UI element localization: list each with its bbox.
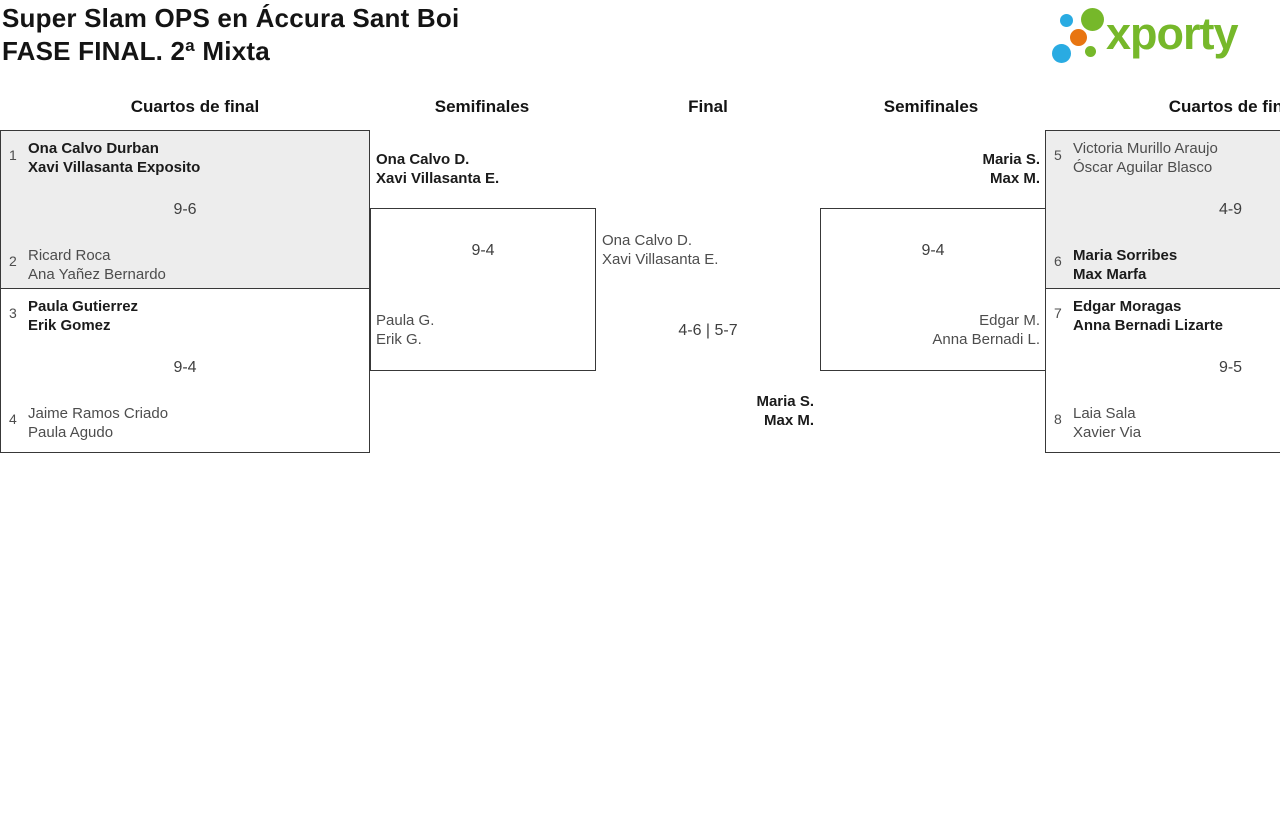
player-name: Maria S.: [756, 393, 814, 410]
player-name: Ricard Roca: [28, 247, 111, 264]
player-name: Max M.: [989, 170, 1040, 187]
team-pair: Victoria Murillo Araujo Óscar Aguilar Bl…: [1073, 139, 1218, 177]
player-name: Max M.: [763, 412, 814, 429]
match-score: 4-9: [1218, 201, 1243, 218]
match-score: 9-4: [471, 242, 495, 259]
player-name: Erik Gomez: [28, 317, 111, 334]
match-qf-left-2: 3 Paula Gutierrez Erik Gomez 9-4 4 Jaime…: [0, 288, 370, 453]
round-header-left-semifinals: Semifinales: [434, 97, 530, 116]
team-pair-champion: Maria S. Max M.: [614, 392, 814, 430]
logo-dot-blue-small-icon: [1060, 14, 1073, 27]
seed-number: 8: [1054, 411, 1062, 427]
match-sf-left: [370, 208, 596, 371]
team-pair: Laia Sala Xavier Via: [1073, 404, 1141, 442]
player-name: Laia Sala: [1073, 405, 1136, 422]
match-qf-right-2: 7 Edgar Moragas Anna Bernadi Lizarte 9-5…: [1045, 288, 1280, 453]
match-score: 9-4: [173, 359, 197, 376]
player-name: Xavi Villasanta E.: [602, 251, 719, 268]
final-score: 4-6 | 5-7: [678, 322, 738, 339]
player-name: Edgar M.: [979, 312, 1040, 329]
seed-number: 6: [1054, 253, 1062, 269]
page-title: Super Slam OPS en Áccura Sant Boi FASE F…: [2, 2, 459, 68]
logo-dot-green-small-icon: [1085, 46, 1096, 57]
team-pair: Paula G. Erik G.: [376, 311, 434, 349]
player-name: Ana Yañez Bernardo: [28, 266, 166, 283]
team-pair: Maria Sorribes Max Marfa: [1073, 246, 1177, 284]
team-pair: Maria S. Max M.: [820, 150, 1040, 188]
team-pair: Ona Calvo Durban Xavi Villasanta Exposit…: [28, 139, 200, 177]
player-name: Anna Bernadi Lizarte: [1073, 317, 1224, 334]
page-title-line2: FASE FINAL. 2ª Mixta: [2, 36, 270, 66]
page-title-line1: Super Slam OPS en Áccura Sant Boi: [2, 3, 460, 33]
round-header-right-quarterfinals: Cuartos de final: [1168, 97, 1280, 116]
player-name: Victoria Murillo Araujo: [1073, 140, 1218, 157]
player-name: Ona Calvo D.: [602, 232, 693, 249]
player-name: Óscar Aguilar Blasco: [1073, 159, 1213, 176]
player-name: Maria S.: [982, 151, 1040, 168]
player-name: Xavier Via: [1073, 424, 1142, 441]
match-qf-left-1: 1 Ona Calvo Durban Xavi Villasanta Expos…: [0, 130, 370, 289]
player-name: Edgar Moragas: [1073, 298, 1182, 315]
team-pair-finalist: Ona Calvo D. Xavi Villasanta E.: [602, 231, 718, 269]
player-name: Anna Bernadi L.: [932, 331, 1040, 348]
seed-number: 3: [9, 305, 17, 321]
player-name: Erik G.: [376, 331, 422, 348]
team-pair: Edgar M. Anna Bernadi L.: [820, 311, 1040, 349]
player-name: Ona Calvo Durban: [28, 140, 159, 157]
logo-wordmark: xporty: [1106, 8, 1239, 59]
team-pair: Ricard Roca Ana Yañez Bernardo: [28, 246, 166, 284]
player-name: Paula Gutierrez: [28, 298, 139, 315]
player-name: Maria Sorribes: [1073, 247, 1178, 264]
round-header-right-semifinals: Semifinales: [883, 97, 979, 116]
logo-dot-blue-large-icon: [1052, 44, 1071, 63]
player-name: Paula Agudo: [28, 424, 114, 441]
player-name: Max Marfa: [1073, 266, 1147, 283]
logo-dot-orange-icon: [1070, 29, 1087, 46]
team-pair: Jaime Ramos Criado Paula Agudo: [28, 404, 168, 442]
round-header-left-quarterfinals: Cuartos de final: [130, 97, 260, 116]
team-pair: Edgar Moragas Anna Bernadi Lizarte: [1073, 297, 1223, 335]
logo-dot-green-large-icon: [1081, 8, 1104, 31]
seed-number: 7: [1054, 305, 1062, 321]
player-name: Ona Calvo D.: [376, 151, 470, 168]
seed-number: 5: [1054, 147, 1062, 163]
team-pair: Paula Gutierrez Erik Gomez: [28, 297, 138, 335]
seed-number: 1: [9, 147, 17, 163]
match-score: 9-6: [173, 201, 197, 218]
round-header-final: Final: [688, 97, 728, 116]
match-sf-right: [820, 208, 1046, 371]
team-pair: Ona Calvo D. Xavi Villasanta E.: [376, 150, 499, 188]
player-name: Xavi Villasanta Exposito: [28, 159, 201, 176]
player-name: Paula G.: [376, 312, 435, 329]
seed-number: 4: [9, 411, 17, 427]
match-score: 9-5: [1218, 359, 1243, 376]
match-score: 9-4: [921, 242, 945, 259]
player-name: Xavi Villasanta E.: [376, 170, 500, 187]
match-qf-right-1: 5 Victoria Murillo Araujo Óscar Aguilar …: [1045, 130, 1280, 289]
seed-number: 2: [9, 253, 17, 269]
player-name: Jaime Ramos Criado: [28, 405, 169, 422]
